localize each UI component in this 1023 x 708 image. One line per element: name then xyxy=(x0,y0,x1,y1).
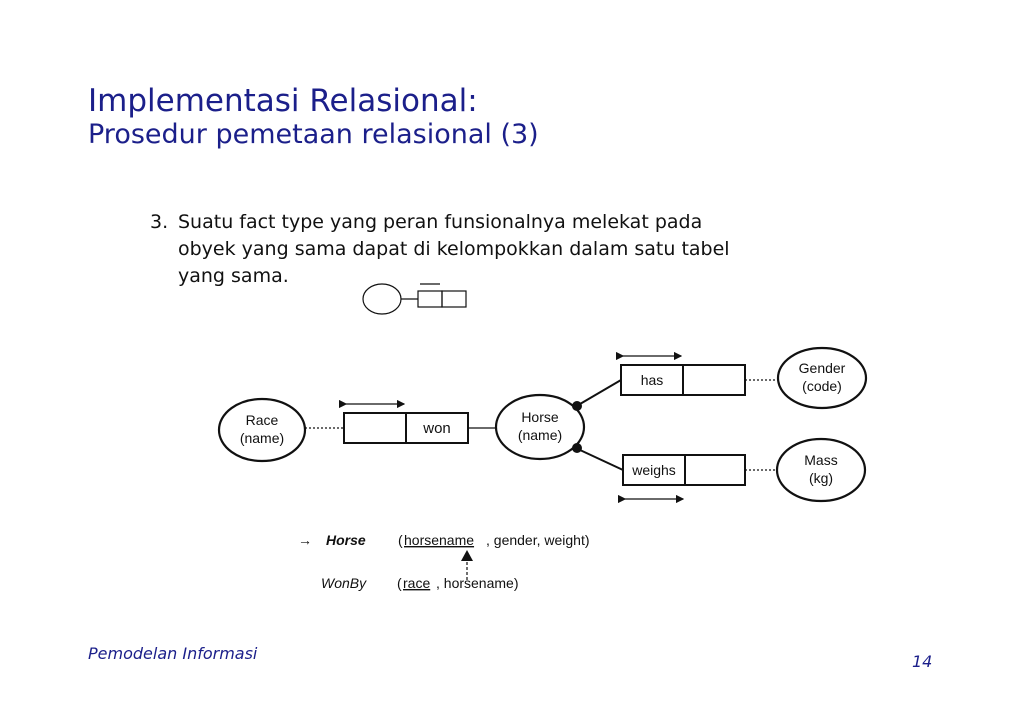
entity-mass-ref: (kg) xyxy=(809,470,833,486)
page-number: 14 xyxy=(912,652,933,671)
point-line-2: obyek yang sama dapat di kelompokkan dal… xyxy=(178,237,730,260)
schema-horse-open: ( xyxy=(398,532,403,548)
point-line-3: yang sama. xyxy=(178,264,289,287)
entity-race: Race (name) xyxy=(217,397,307,463)
entity-gender-ref: (code) xyxy=(802,378,842,394)
entity-horse: Horse (name) xyxy=(494,393,586,461)
schema-horse-key: horsename xyxy=(404,532,474,548)
fact-has: has xyxy=(579,351,780,405)
fact-has-label: has xyxy=(641,372,664,388)
entity-race-ref: (name) xyxy=(240,430,284,446)
fact-weighs-label: weighs xyxy=(631,462,676,478)
entity-gender: Gender (code) xyxy=(776,346,868,410)
schema-arrow: → xyxy=(298,532,312,548)
bullet-point: 3. Suatu fact type yang peran funsionalny… xyxy=(150,209,890,290)
entity-horse-name: Horse xyxy=(521,409,559,425)
schema-wonby-rest: , horsename) xyxy=(436,575,518,591)
schema-wonby-open: ( xyxy=(397,575,402,591)
footer-label: Pemodelan Informasi xyxy=(88,644,258,663)
slide-title-block: Implementasi Relasional: Prosedur pemeta… xyxy=(88,84,539,150)
entity-mass: Mass (kg) xyxy=(775,437,867,503)
point-line-1: Suatu fact type yang peran funsionalnya … xyxy=(178,211,703,233)
mandatory-dot-has xyxy=(572,401,582,411)
schema-horse-rest: , gender, weight) xyxy=(486,532,590,548)
schema-horse-table: Horse xyxy=(326,532,366,548)
fact-won: won xyxy=(305,399,496,444)
point-number: 3. xyxy=(150,211,169,233)
relational-schema: → Horse ( horsename , gender, weight) Wo… xyxy=(298,532,590,591)
schema-wonby-table: WonBy xyxy=(321,575,367,591)
legend-symbol xyxy=(362,283,467,315)
schema-wonby-key: race xyxy=(403,575,430,591)
fact-won-label: won xyxy=(422,420,451,437)
entity-mass-name: Mass xyxy=(804,452,837,468)
slide-title: Implementasi Relasional: xyxy=(88,83,478,119)
entity-race-name: Race xyxy=(246,412,279,428)
slide-subtitle: Prosedur pemetaan relasional (3) xyxy=(88,119,539,151)
fact-weighs: weighs xyxy=(579,449,778,504)
entity-gender-name: Gender xyxy=(799,360,846,376)
entity-horse-ref: (name) xyxy=(518,427,562,443)
mandatory-dot-weighs xyxy=(572,443,582,453)
foreign-key-arrowhead-icon xyxy=(461,550,473,561)
